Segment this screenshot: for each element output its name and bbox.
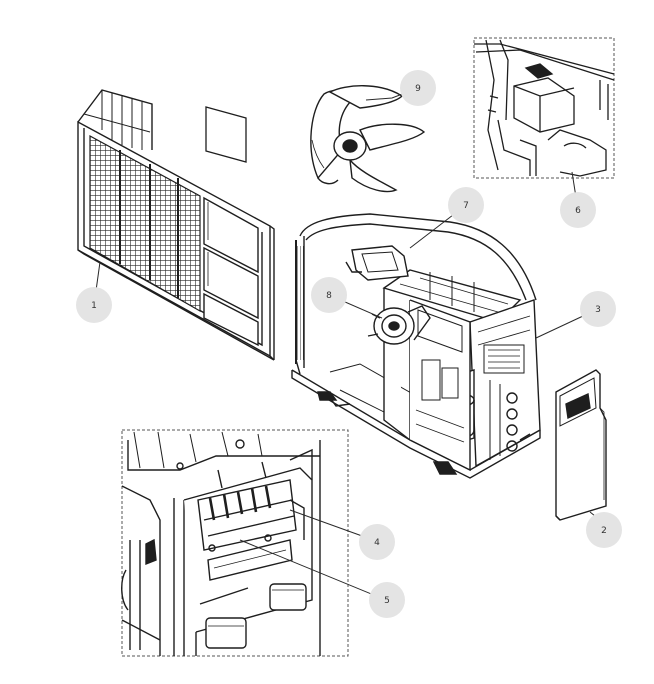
callout-label: 3 bbox=[595, 305, 601, 315]
fan-blade bbox=[310, 85, 426, 193]
callout-9: 9 bbox=[400, 70, 436, 106]
leader-lines bbox=[93, 87, 601, 601]
callout-label: 1 bbox=[91, 301, 97, 311]
callout-label: 7 bbox=[463, 201, 469, 211]
callout-label: 8 bbox=[326, 291, 332, 301]
cover-plate bbox=[205, 106, 247, 163]
callout-2: 2 bbox=[586, 512, 622, 548]
detail-view-6 bbox=[473, 37, 615, 179]
callout-label: 6 bbox=[575, 206, 581, 216]
callout-7: 7 bbox=[448, 187, 484, 223]
detail-view-4-5 bbox=[121, 429, 349, 657]
callout-label: 2 bbox=[601, 526, 607, 536]
callout-label: 4 bbox=[374, 538, 380, 548]
callout-5: 5 bbox=[369, 582, 405, 618]
callout-6: 6 bbox=[560, 192, 596, 228]
side-panel bbox=[555, 369, 607, 521]
outdoor-unit-body bbox=[291, 213, 541, 479]
callout-1: 1 bbox=[76, 287, 112, 323]
front-grille-panel bbox=[77, 89, 275, 361]
callout-8: 8 bbox=[311, 277, 347, 313]
callout-3: 3 bbox=[580, 291, 616, 327]
callout-label: 5 bbox=[384, 596, 390, 606]
callout-4: 4 bbox=[359, 524, 395, 560]
callout-label: 9 bbox=[415, 84, 421, 94]
